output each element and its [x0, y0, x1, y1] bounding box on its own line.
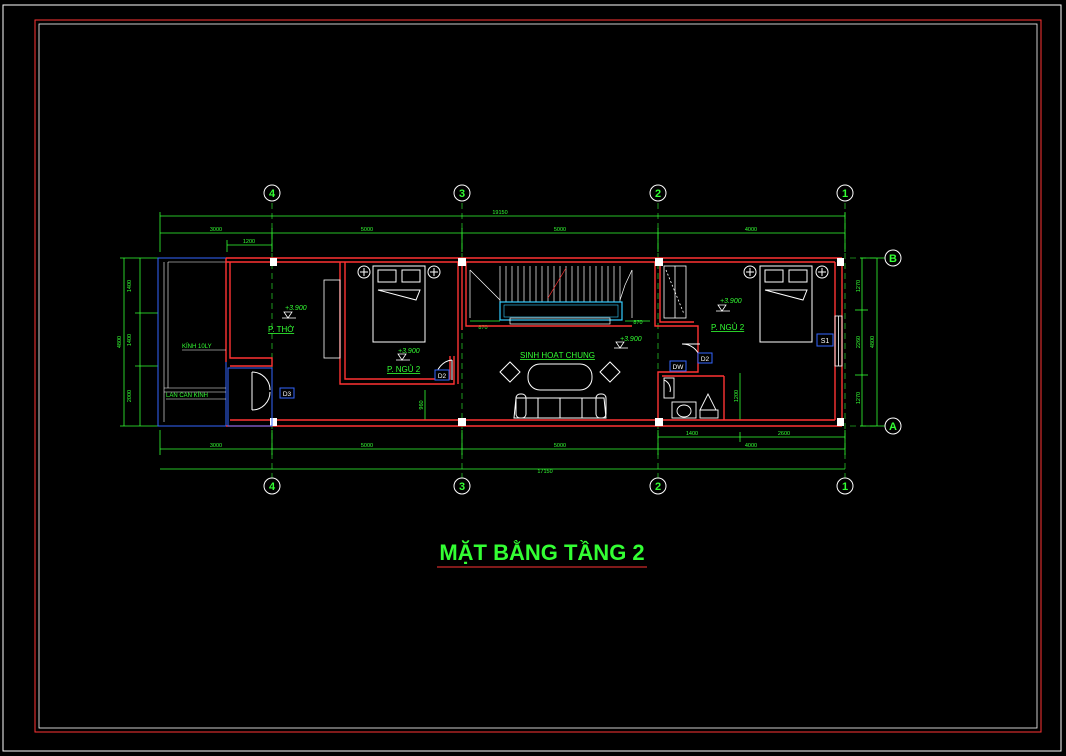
- walls: [225, 257, 843, 427]
- svg-text:D3: D3: [283, 391, 292, 398]
- level-ngu-right: +3.900: [720, 298, 742, 305]
- label-kinh: KÍNH 10LY: [182, 343, 212, 350]
- dim-right-a: 1270: [856, 280, 862, 292]
- dim-left-b: 1400: [127, 334, 133, 346]
- svg-text:2: 2: [655, 188, 661, 200]
- dim-right-total: 4800: [870, 336, 876, 348]
- dim-bot-f: 2600: [778, 431, 790, 437]
- dim-top-b: 5000: [361, 227, 373, 233]
- grid-bubbles: 4 3 2 1 4 3 2 1: [263, 184, 902, 495]
- label-leader-lines: [166, 349, 226, 400]
- level-markers: [282, 304, 730, 361]
- svg-text:3: 3: [459, 481, 465, 493]
- drawing-title: MẶT BẰNG TẦNG 2: [437, 540, 647, 568]
- svg-text:A: A: [889, 421, 897, 433]
- dim-right-c: 1270: [856, 392, 862, 404]
- balcony-area: [157, 257, 227, 427]
- drawing-frame: [2, 4, 1062, 752]
- grid-bubble-bottom-1: 1: [836, 477, 854, 495]
- grid-bubble-top-2: 2: [649, 184, 667, 202]
- dim-left-c: 2000: [127, 390, 133, 402]
- svg-text:D2: D2: [701, 356, 710, 363]
- tag-d2-right: D2: [697, 352, 713, 364]
- dim-inner-d: 960: [419, 400, 425, 409]
- grid-bubble-top-1: 1: [836, 184, 854, 202]
- wardrobe-right: [663, 265, 687, 319]
- stair-landing: [499, 301, 623, 321]
- dim-inner-b: 870: [633, 320, 642, 326]
- dim-bot-b: 5000: [361, 443, 373, 449]
- dim-right-b: 2260: [856, 336, 862, 348]
- room-label-sinh-hoat: SINH HOẠT CHUNG: [520, 351, 595, 360]
- svg-text:1: 1: [842, 481, 848, 493]
- dim-bot-e: 1400: [686, 431, 698, 437]
- svg-text:4: 4: [269, 188, 276, 200]
- room-label-tho: P. THỜ: [268, 325, 294, 334]
- grid-bubble-bottom-4: 4: [263, 477, 281, 495]
- windows: [323, 279, 843, 367]
- room-label-ngu-right: P. NGỦ 2: [711, 323, 745, 332]
- grid-bubble-bottom-2: 2: [649, 477, 667, 495]
- dim-top-small: 1200: [243, 239, 255, 245]
- level-sinh-hoat: +3.900: [620, 336, 642, 343]
- tag-d3: D3: [279, 387, 295, 399]
- svg-text:DW: DW: [673, 364, 685, 371]
- doors: [227, 343, 701, 427]
- page-title: MẶT BẰNG TẦNG 2: [439, 540, 644, 565]
- grid-bubble-row-b: B: [884, 249, 902, 267]
- staircase: [469, 266, 633, 318]
- stair-railing: [509, 317, 611, 325]
- level-tho: +3.900: [285, 305, 307, 312]
- grid-bubble-top-3: 3: [453, 184, 471, 202]
- dim-top-d: 4000: [745, 227, 757, 233]
- tag-dw: DW: [669, 360, 687, 372]
- tag-s1: S1: [816, 333, 834, 347]
- label-lan-can: LAN CAN KÍNH: [166, 392, 208, 399]
- dim-bot-c: 5000: [554, 443, 566, 449]
- svg-text:4: 4: [269, 481, 276, 493]
- dim-inner-a: 870: [478, 325, 487, 331]
- dim-bot-a: 3000: [210, 443, 222, 449]
- grid-bubble-bottom-3: 3: [453, 477, 471, 495]
- tag-d2-left: D2: [434, 369, 450, 381]
- dim-top-total: 19150: [492, 210, 507, 216]
- columns: [270, 258, 844, 426]
- dim-top-c: 5000: [554, 227, 566, 233]
- dim-left-a: 1400: [127, 280, 133, 292]
- tags: D3 D2 DW D2 S1: [279, 333, 834, 399]
- dim-inner-c: 1200: [734, 390, 740, 402]
- svg-text:B: B: [889, 253, 897, 265]
- svg-text:S1: S1: [821, 338, 830, 345]
- grid-bubble-top-4: 4: [263, 184, 281, 202]
- dimension-lines: [120, 212, 885, 470]
- bed-right: [743, 265, 829, 343]
- grid-bubble-row-a: A: [884, 417, 902, 435]
- svg-text:3: 3: [459, 188, 465, 200]
- svg-text:2: 2: [655, 481, 661, 493]
- svg-text:D2: D2: [438, 373, 447, 380]
- grid-axis-lines: [271, 203, 880, 478]
- bathroom-fixtures: [663, 377, 719, 419]
- bed-left: [357, 265, 441, 343]
- dim-left-total: 4800: [117, 336, 123, 348]
- svg-text:1: 1: [842, 188, 848, 200]
- level-ngu-left: +3.900: [398, 348, 420, 355]
- living-furniture: [499, 361, 621, 419]
- dim-top-a: 3000: [210, 227, 222, 233]
- dim-bot-total: 17150: [537, 469, 552, 475]
- room-label-ngu-left: P. NGỦ 2: [387, 365, 421, 374]
- dim-bot-d: 4000: [745, 443, 757, 449]
